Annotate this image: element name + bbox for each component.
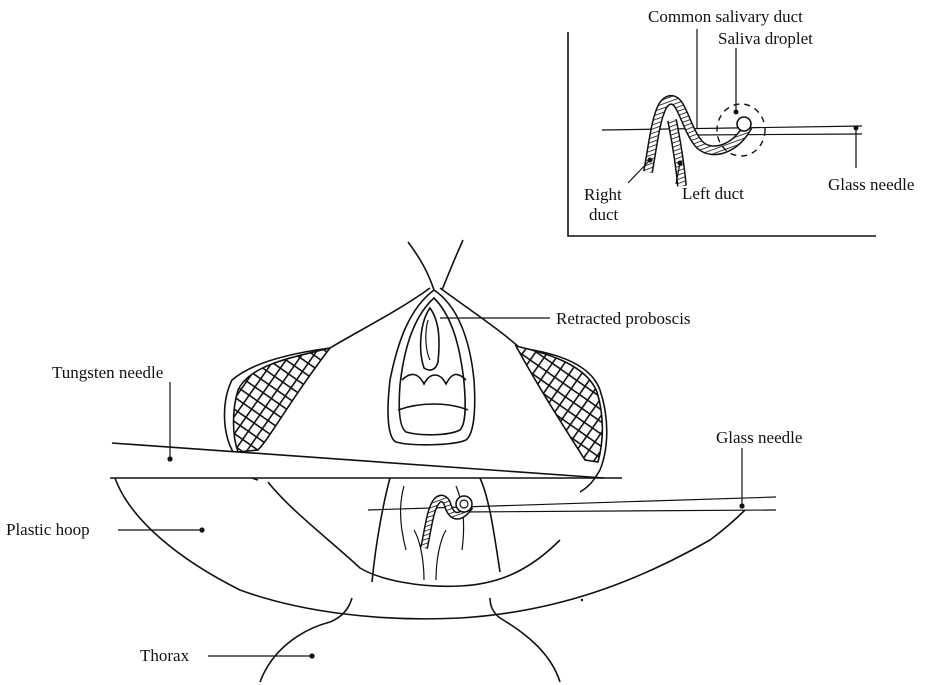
antenna-left <box>408 242 434 290</box>
label-common-salivary-duct: Common salivary duct <box>648 7 803 26</box>
label-right-duct-line2: duct <box>589 205 619 224</box>
label-plastic-hoop: Plastic hoop <box>6 520 90 539</box>
main-figure: Retracted proboscis Tungsten needle Glas… <box>6 240 802 682</box>
inset-glass-needle-bottom <box>690 134 862 135</box>
plastic-hoop <box>115 478 745 619</box>
label-left-duct: Left duct <box>682 184 744 203</box>
glass-needle-bottom <box>460 510 776 512</box>
inset-saliva-droplet <box>737 117 751 131</box>
proboscis-inner-line <box>426 320 430 360</box>
neck-mid-right <box>436 530 446 580</box>
label-thorax: Thorax <box>140 646 190 665</box>
main-saliva-droplet <box>456 496 472 512</box>
neck-right <box>480 478 500 572</box>
thorax-left <box>260 598 352 682</box>
neck-inner-left <box>401 486 407 550</box>
compound-eye-right <box>516 346 602 462</box>
mouthparts-top <box>402 374 466 384</box>
label-retracted-proboscis: Retracted proboscis <box>556 309 691 328</box>
label-tungsten-needle: Tungsten needle <box>52 363 163 382</box>
inset-glass-needle-top <box>602 126 862 130</box>
hoop-inner <box>268 482 560 586</box>
compound-eye-left <box>234 348 331 452</box>
antenna-right <box>442 240 463 290</box>
label-saliva-droplet: Saliva droplet <box>718 29 813 48</box>
mouthparts-line <box>398 404 468 410</box>
neck-left <box>372 478 390 582</box>
label-inset-glass-needle: Glass needle <box>828 175 914 194</box>
retracted-proboscis <box>421 308 439 370</box>
label-right-duct-line1: Right <box>584 185 622 204</box>
label-glass-needle: Glass needle <box>716 428 802 447</box>
inset-panel: Common salivary duct Saliva droplet Glas… <box>568 7 914 236</box>
